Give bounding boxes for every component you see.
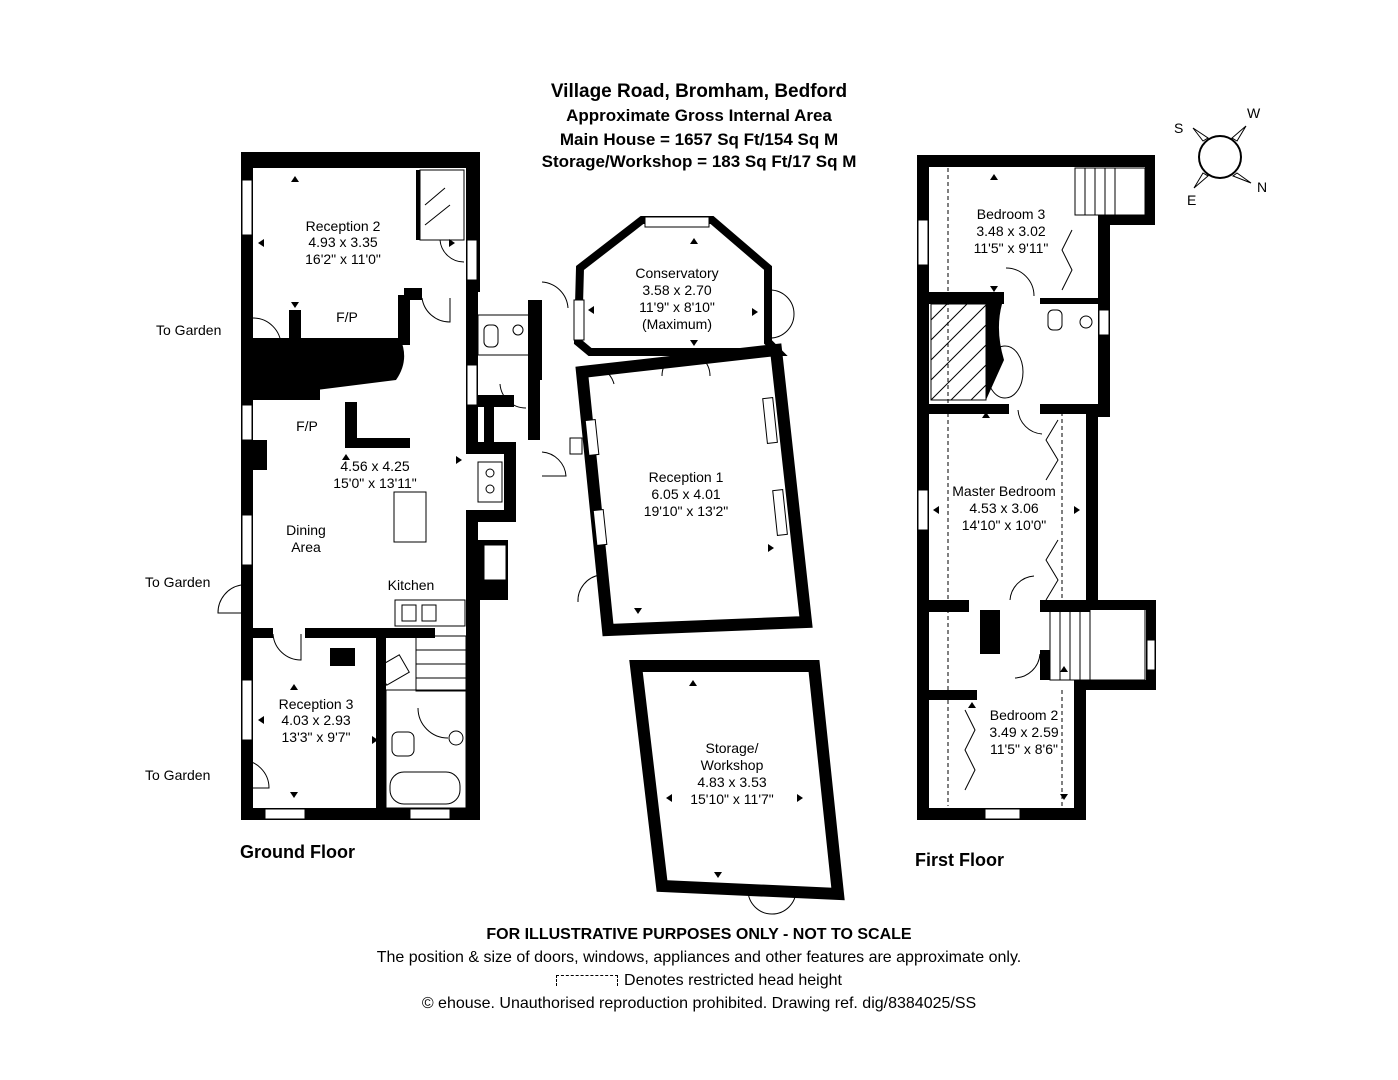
main-house-area: Main House = 1657 Sq Ft/154 Sq M <box>559 130 839 149</box>
storage-line1: Storage/ <box>706 740 759 756</box>
conservatory-name: Conservatory <box>635 265 718 281</box>
reception1-name: Reception 1 <box>649 469 724 485</box>
reception2-imperial: 16'2" x 11'0" <box>305 251 381 267</box>
dining-line2: Area <box>291 539 321 555</box>
bedroom3-metric: 3.48 x 3.02 <box>976 223 1045 239</box>
compass-n: N <box>1257 179 1267 195</box>
disclaimer-text: The position & size of doors, windows, a… <box>376 949 1022 966</box>
fireplace-label-1: F/P <box>336 309 358 325</box>
conservatory-metric: 3.58 x 2.70 <box>642 282 711 298</box>
reception2-metric: 4.93 x 3.35 <box>308 234 377 250</box>
compass-e: E <box>1187 192 1196 208</box>
conservatory-note: (Maximum) <box>642 316 712 332</box>
copyright-text: © ehouse. Unauthorised reproduction proh… <box>421 995 977 1012</box>
bedroom2-imperial: 11'5" x 8'6" <box>990 741 1058 757</box>
first-floor-plan <box>917 155 1156 820</box>
storage-shape <box>629 660 845 915</box>
conservatory-imperial: 11'9" x 8'10" <box>639 299 715 315</box>
bedroom3-name: Bedroom 3 <box>977 206 1046 222</box>
storage-area: Storage/Workshop = 183 Sq Ft/17 Sq M <box>541 152 857 171</box>
fireplace-label-2: F/P <box>296 418 318 434</box>
bedroom2-name: Bedroom 2 <box>990 707 1059 723</box>
fireplace-label-3: F/P <box>332 652 354 668</box>
compass-w: W <box>1247 105 1261 121</box>
reception3-metric: 4.03 x 2.93 <box>281 712 350 728</box>
storage-metric: 4.83 x 3.53 <box>697 774 766 790</box>
first-floor-label: First Floor <box>915 850 1004 870</box>
ground-floor-plan <box>217 152 583 820</box>
master-metric: 4.53 x 3.06 <box>969 500 1038 516</box>
kitchen-metric: 4.56 x 4.25 <box>340 458 409 474</box>
disclaimer-heading: FOR ILLUSTRATIVE PURPOSES ONLY - NOT TO … <box>486 926 912 943</box>
area-heading: Approximate Gross Internal Area <box>566 106 832 125</box>
reception2-name: Reception 2 <box>306 218 381 234</box>
to-garden-2: To Garden <box>145 574 210 590</box>
reception3-name: Reception 3 <box>279 696 354 712</box>
reception1-shape <box>575 343 813 637</box>
dashed-key-icon <box>556 975 619 987</box>
plan-title: Village Road, Bromham, Bedford <box>550 81 848 102</box>
reception3-imperial: 13'3" x 9'7" <box>282 729 351 745</box>
ground-floor-label: Ground Floor <box>240 842 355 862</box>
compass-icon: S W E N <box>1174 105 1267 208</box>
bedroom3-imperial: 11'5" x 9'11" <box>974 240 1049 256</box>
restricted-height-key: Denotes restricted head height <box>0 972 1398 990</box>
master-imperial: 14'10" x 10'0" <box>962 517 1047 533</box>
kitchen-imperial: 15'0" x 13'11" <box>333 475 417 491</box>
to-garden-1: To Garden <box>156 322 221 338</box>
bedroom2-metric: 3.49 x 2.59 <box>989 724 1058 740</box>
reception1-metric: 6.05 x 4.01 <box>651 486 720 502</box>
dining-line1: Dining <box>286 522 326 538</box>
to-garden-3: To Garden <box>145 767 210 783</box>
compass-s: S <box>1174 120 1183 136</box>
reception1-imperial: 19'10" x 13'2" <box>644 503 729 519</box>
master-name: Master Bedroom <box>952 483 1055 499</box>
kitchen-name: Kitchen <box>388 577 435 593</box>
storage-imperial: 15'10" x 11'7" <box>690 791 774 807</box>
storage-line2: Workshop <box>701 757 764 773</box>
restricted-height-text: Denotes restricted head height <box>624 972 842 989</box>
